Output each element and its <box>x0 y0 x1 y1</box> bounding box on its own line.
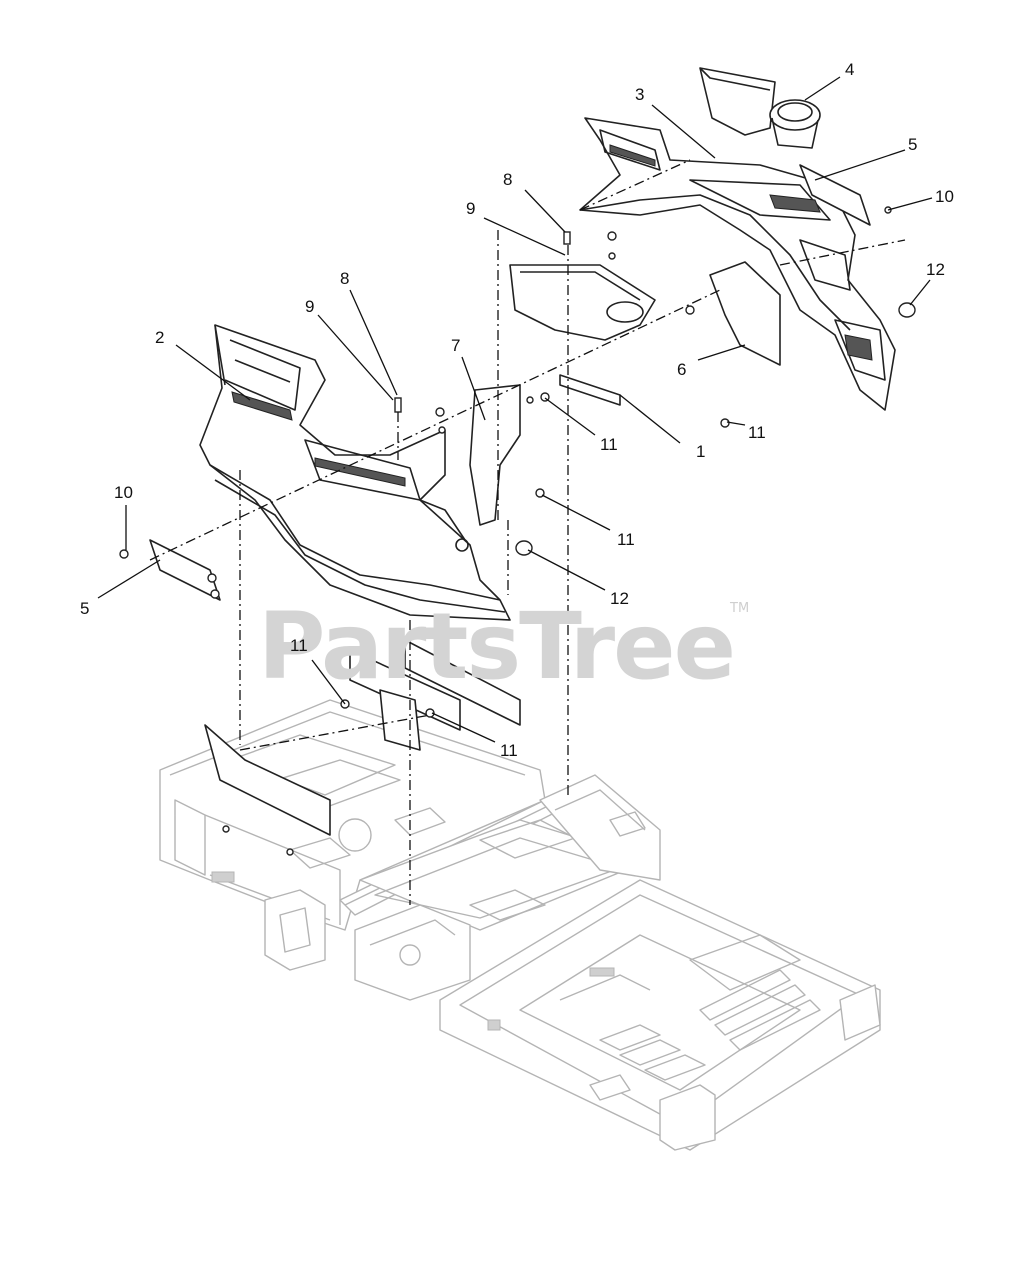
watermark-text: PartsTree <box>258 593 734 700</box>
callout-8-left: 8 <box>340 269 349 288</box>
callout-10-right: 10 <box>935 187 954 206</box>
part-seat-mount-plate <box>509 264 656 406</box>
callout-8-right: 8 <box>503 170 512 189</box>
hardware <box>119 206 916 856</box>
callout-12-left: 12 <box>610 589 629 608</box>
watermark-trademark: TM <box>729 601 749 616</box>
callout-11-e: 11 <box>500 741 518 760</box>
callout-5-right: 5 <box>908 135 917 154</box>
callout-12-right: 12 <box>926 260 945 279</box>
callout-10-left: 10 <box>114 483 133 502</box>
callout-5-left: 5 <box>80 599 89 618</box>
callout-3: 3 <box>635 85 644 104</box>
part-front-console <box>199 324 511 621</box>
leader-lines <box>97 76 933 743</box>
callout-4: 4 <box>845 60 854 79</box>
watermark: PartsTree TM <box>258 593 749 700</box>
chassis-frame <box>159 699 881 1151</box>
assembly-lines <box>149 159 906 905</box>
part-cup-holder <box>699 67 821 149</box>
callout-11-a: 11 <box>600 435 618 454</box>
callout-labels: 1 2 3 4 5 5 6 7 8 8 9 9 10 10 11 11 11 1… <box>80 60 954 760</box>
callout-11-b: 11 <box>748 423 766 442</box>
callout-11-c: 11 <box>617 530 635 549</box>
part-brackets <box>149 164 871 601</box>
callout-1: 1 <box>696 442 705 461</box>
callout-11-d: 11 <box>290 636 308 655</box>
callout-9-right: 9 <box>466 199 475 218</box>
callout-7: 7 <box>451 336 460 355</box>
callout-9-left: 9 <box>305 297 314 316</box>
callout-2: 2 <box>155 328 164 347</box>
callout-6: 6 <box>677 360 686 379</box>
